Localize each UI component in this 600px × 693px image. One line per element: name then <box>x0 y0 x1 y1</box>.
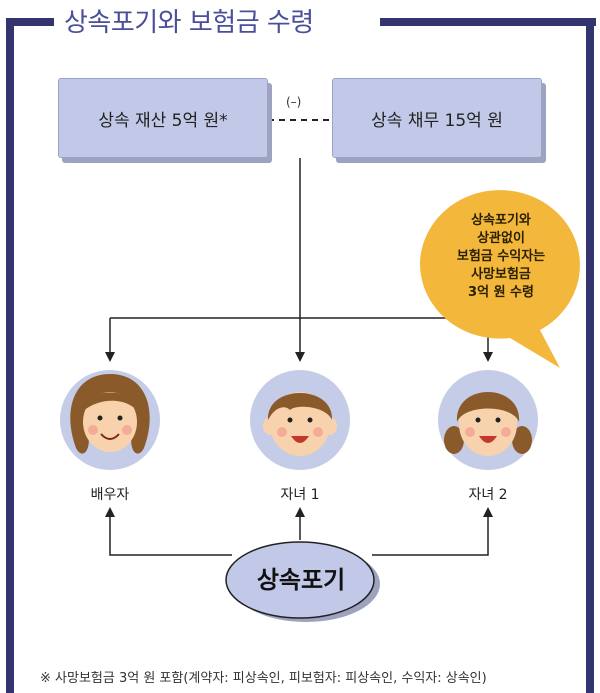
person-label-spouse: 배우자 <box>90 487 130 503</box>
callout-line: 보험금 수익자는 <box>456 249 546 264</box>
renounce-label: 상속포기 <box>256 566 346 594</box>
frame-left-border <box>6 18 14 693</box>
inheritance-debt-label: 상속 채무 15억 원 <box>371 110 503 131</box>
frame-right-border <box>586 18 594 693</box>
footnote: ※ 사망보험금 3억 원 포함(계약자: 피상속인, 피보험자: 피상속인, 수… <box>40 671 487 686</box>
callout-line: 3억 원 수령 <box>468 285 534 300</box>
callout-line: 상관없이 <box>477 231 525 246</box>
inheritance-assets-box: 상속 재산 5억 원* <box>58 78 268 158</box>
avatar-spouse <box>60 370 160 470</box>
connector-renounce-right <box>372 507 493 556</box>
minus-sign: (–) <box>286 95 302 109</box>
inheritance-debt-box: 상속 채무 15억 원 <box>332 78 542 158</box>
frame-top-border-right <box>380 18 596 26</box>
callout-line: 상속포기와 <box>471 213 531 228</box>
connector-renounce-left <box>105 507 232 556</box>
page-title: 상속포기와 보험금 수령 <box>64 8 314 38</box>
person-label-child-1: 자녀 1 <box>280 487 320 503</box>
frame-top-border-left <box>6 18 54 26</box>
callout-text: 상속포기와 상관없이 보험금 수익자는 사망보험금 3억 원 수령 <box>436 212 566 302</box>
person-label-child-2: 자녀 2 <box>468 487 508 503</box>
inheritance-assets-label: 상속 재산 5억 원* <box>98 110 228 131</box>
avatar-child-2 <box>438 370 538 470</box>
callout-line: 사망보험금 <box>471 267 531 282</box>
avatar-child-1 <box>250 370 350 470</box>
renounce-ellipse <box>225 541 375 619</box>
callout-bubble <box>419 190 580 368</box>
